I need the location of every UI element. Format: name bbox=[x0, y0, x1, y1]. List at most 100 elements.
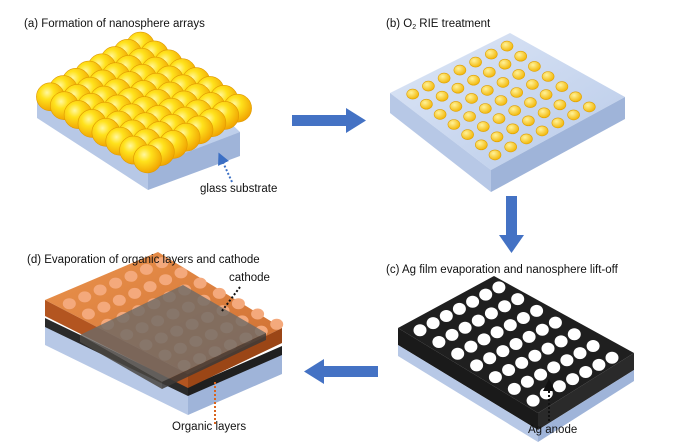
etched-nanosphere bbox=[465, 93, 478, 104]
organic-hole bbox=[128, 287, 142, 299]
ag-hole bbox=[470, 359, 484, 372]
etched-nanosphere bbox=[490, 131, 504, 143]
organic-hole bbox=[124, 270, 138, 282]
etched-nanosphere bbox=[569, 91, 582, 103]
etched-nanosphere bbox=[551, 117, 565, 129]
etched-nanosphere bbox=[435, 90, 449, 102]
ag-hole bbox=[439, 310, 453, 322]
ag-hole bbox=[516, 312, 530, 324]
organic-hole bbox=[62, 298, 76, 310]
organic-hole bbox=[112, 294, 126, 306]
etched-nanosphere bbox=[524, 97, 537, 108]
etched-nanosphere bbox=[528, 61, 541, 72]
ag-hole bbox=[566, 373, 580, 386]
organic-hole bbox=[139, 263, 153, 275]
etched-nanosphere bbox=[582, 101, 596, 113]
etched-nanosphere bbox=[512, 69, 526, 80]
etched-nanosphere bbox=[420, 98, 433, 110]
etched-nanosphere bbox=[535, 125, 549, 137]
panel-c-ag-hole-array bbox=[413, 281, 619, 407]
ag-hole bbox=[452, 302, 466, 315]
cathode-callout-line bbox=[221, 286, 241, 312]
ag-hole bbox=[530, 304, 544, 317]
organic-hole bbox=[109, 277, 123, 289]
etched-nanosphere bbox=[488, 149, 502, 161]
ag-hole bbox=[592, 358, 606, 371]
ag-hole bbox=[541, 342, 555, 355]
ag-hole bbox=[528, 349, 542, 362]
etched-nanosphere bbox=[539, 89, 553, 100]
ag-hole bbox=[471, 314, 485, 327]
ag-hole bbox=[498, 300, 512, 313]
ag-hole bbox=[520, 375, 534, 388]
ag-hole bbox=[547, 361, 561, 374]
etched-nanosphere bbox=[500, 40, 514, 52]
ag-hole bbox=[445, 328, 459, 341]
etched-nanosphere bbox=[514, 50, 528, 62]
ag-hole bbox=[509, 338, 523, 350]
ag-hole bbox=[496, 345, 510, 358]
organic-hole bbox=[143, 281, 157, 293]
organic-hole bbox=[231, 298, 245, 310]
etched-nanosphere bbox=[496, 77, 510, 88]
etched-nanosphere bbox=[537, 107, 551, 119]
etched-nanosphere bbox=[555, 81, 569, 92]
panel-d-title: (d) Evaporation of organic layers and ca… bbox=[27, 254, 260, 266]
organic-hole bbox=[270, 318, 284, 330]
etched-nanosphere bbox=[449, 101, 463, 112]
etched-nanosphere bbox=[526, 79, 539, 90]
arrow-b-to-c bbox=[499, 196, 524, 253]
ag-hole bbox=[567, 328, 581, 341]
ag-hole bbox=[507, 382, 521, 395]
etched-nanosphere bbox=[510, 87, 524, 98]
ag-hole bbox=[511, 293, 525, 306]
etched-nanosphere bbox=[522, 115, 535, 127]
ag-hole bbox=[432, 336, 446, 348]
ag-hole bbox=[426, 317, 440, 330]
ag-hole bbox=[548, 316, 562, 329]
organic-hole bbox=[159, 274, 173, 286]
ag-hole bbox=[573, 347, 587, 360]
etched-nanosphere bbox=[504, 141, 518, 153]
ag-hole bbox=[488, 371, 502, 384]
organic-hole bbox=[193, 277, 207, 289]
arrow-a-to-b bbox=[292, 108, 366, 133]
ag-hole bbox=[477, 333, 491, 346]
etched-nanosphere bbox=[506, 123, 520, 135]
ag-hole bbox=[502, 364, 516, 376]
ag-hole bbox=[554, 335, 568, 348]
arrow-c-to-d bbox=[304, 359, 378, 384]
etched-nanosphere bbox=[474, 139, 488, 151]
etched-nanosphere bbox=[494, 95, 508, 106]
etched-nanosphere bbox=[553, 99, 567, 111]
etched-nanosphere bbox=[541, 71, 555, 82]
cathode-label: cathode bbox=[229, 272, 270, 284]
panel-c-title: (c) Ag film evaporation and nanosphere l… bbox=[386, 264, 618, 276]
ag-anode-label: Ag anode bbox=[528, 424, 578, 436]
etched-nanosphere bbox=[467, 74, 480, 86]
etched-nanosphere bbox=[520, 133, 533, 145]
organic-hole bbox=[155, 257, 169, 269]
etched-nanosphere bbox=[406, 88, 420, 100]
ag-hole bbox=[586, 340, 600, 352]
ag-hole bbox=[535, 323, 549, 336]
glass-substrate-callout-line bbox=[218, 152, 233, 183]
etched-nanosphere bbox=[478, 103, 492, 114]
organic-hole bbox=[81, 308, 95, 320]
ag-hole bbox=[503, 319, 517, 332]
ag-hole bbox=[484, 307, 498, 320]
panel-b-etched-sphere-array bbox=[406, 40, 596, 161]
ag-hole bbox=[413, 324, 427, 337]
etched-nanosphere bbox=[498, 58, 512, 70]
panel-a-nanosphere-array bbox=[36, 31, 252, 174]
panel-a-title: (a) Formation of nanosphere arrays bbox=[24, 18, 205, 30]
ag-hole bbox=[539, 387, 553, 400]
organic-hole bbox=[93, 284, 107, 296]
etched-nanosphere bbox=[433, 109, 447, 120]
panel-b-substrate bbox=[390, 33, 625, 192]
etched-nanosphere bbox=[476, 121, 490, 132]
panel-d-cathode bbox=[80, 285, 266, 389]
panel-b-title: (b) O2 RIE treatment bbox=[386, 18, 491, 31]
